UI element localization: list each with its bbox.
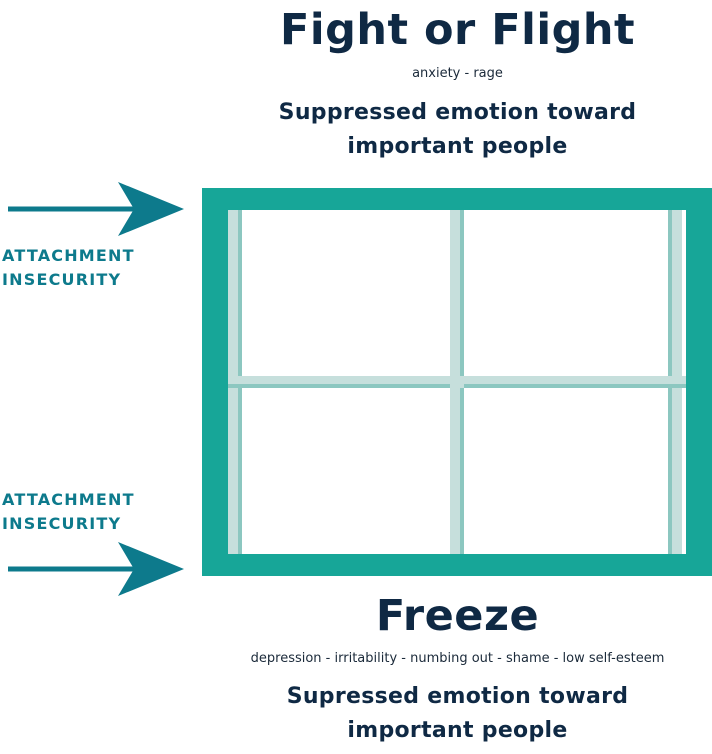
top-description-line-2: important people bbox=[347, 134, 568, 159]
arrow-head bbox=[118, 182, 184, 236]
label-line-1: ATTACHMENT bbox=[2, 246, 135, 265]
label-line-1: ATTACHMENT bbox=[2, 490, 135, 509]
right-arrow-icon bbox=[8, 182, 184, 236]
mullion-joint bbox=[450, 376, 464, 388]
freeze-subtitle: depression - irritability - numbing out … bbox=[250, 651, 665, 666]
fight-or-flight-subtitle: anxiety - rage bbox=[412, 66, 503, 81]
window-icon bbox=[202, 188, 712, 576]
freeze-title: Freeze bbox=[375, 591, 540, 641]
label-line-2: INSECURITY bbox=[2, 514, 122, 533]
label-line-2: INSECURITY bbox=[2, 270, 122, 289]
bottom-description-line-2: important people bbox=[347, 718, 568, 743]
bottom-description-line-1: Supressed emotion toward bbox=[286, 684, 629, 709]
fight-or-flight-description: Suppressed emotion toward important peop… bbox=[205, 96, 710, 164]
freeze-description: Supressed emotion toward important peopl… bbox=[205, 680, 710, 748]
attachment-insecurity-label-bottom: ATTACHMENT INSECURITY bbox=[2, 488, 135, 536]
arrow-head bbox=[118, 542, 184, 596]
fight-or-flight-title: Fight or Flight bbox=[279, 5, 636, 55]
right-arrow-icon bbox=[8, 542, 184, 596]
top-description-line-1: Suppressed emotion toward bbox=[278, 100, 637, 125]
attachment-insecurity-label-top: ATTACHMENT INSECURITY bbox=[2, 244, 135, 292]
